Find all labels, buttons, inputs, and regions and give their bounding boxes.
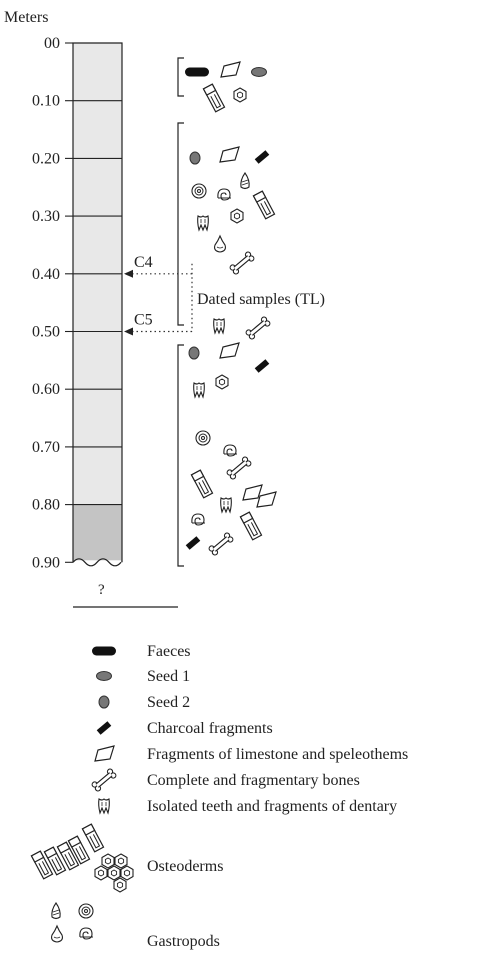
tooth-icon (98, 798, 110, 814)
osteoderm-icon (239, 511, 263, 541)
bone-icon (225, 455, 253, 481)
osteoderm-icon (252, 190, 276, 220)
charcoal-icon (254, 359, 270, 373)
gastropod-icon (191, 183, 207, 199)
gastropod-icon (240, 172, 250, 190)
gastropod-icon (217, 188, 232, 201)
samples-caption: Dated samples (TL) (197, 291, 325, 308)
limestone-icon (256, 491, 277, 508)
legend-label: Osteoderms (147, 858, 223, 875)
osteoderm-icon (233, 87, 247, 103)
tick-label: 00 (44, 35, 60, 52)
tick-label: 0.70 (32, 439, 60, 456)
unconformity-wave (72, 558, 122, 567)
faeces-icon (92, 646, 116, 656)
tooth-icon (193, 382, 205, 398)
tick-label: 0.40 (32, 266, 60, 283)
charcoal-icon (185, 536, 201, 550)
limestone-icon (220, 61, 241, 78)
bracket-top (177, 57, 184, 97)
legend-label: Complete and fragmentary bones (147, 772, 360, 789)
column-layer (73, 504, 122, 563)
sample-label: C5 (134, 312, 153, 329)
tick-label: 0.80 (32, 497, 60, 514)
osteoderm-icon (202, 83, 226, 113)
bone-icon (228, 250, 256, 276)
legend-label: Gastropods (147, 933, 220, 950)
limestone-icon (94, 745, 115, 762)
legend-label: Fragments of limestone and speleothems (147, 746, 408, 763)
gastropod-icon (223, 444, 238, 457)
bone-icon (207, 531, 235, 557)
seed2-icon (188, 346, 200, 360)
tick-label: 0.10 (32, 93, 60, 110)
faeces-icon (185, 67, 209, 77)
tick-label: 0.50 (32, 324, 60, 341)
bone-icon (244, 315, 272, 341)
limestone-icon (219, 342, 240, 359)
legend-label: Charcoal fragments (147, 720, 273, 737)
legend-label: Seed 1 (147, 668, 190, 685)
tooth-icon (213, 318, 225, 334)
legend-label: Isolated teeth and fragments of dentary (147, 798, 397, 815)
osteoderm-icon (215, 374, 229, 390)
tick-label: 0.30 (32, 208, 60, 225)
seed2-icon (189, 151, 201, 165)
column-layers (73, 43, 122, 563)
axis-title: Meters (4, 9, 48, 26)
arrow-head-icon (124, 327, 133, 336)
legend-label: Seed 2 (147, 694, 190, 711)
limestone-icon (219, 146, 240, 163)
tick-label: 0.60 (32, 381, 60, 398)
bone-icon (90, 767, 118, 793)
sample-label: C4 (134, 254, 153, 271)
gastropod-icon (51, 902, 94, 943)
arrow-head-icon (124, 269, 133, 278)
tooth-icon (197, 215, 209, 231)
seed1-icon (251, 67, 267, 77)
legend-label: Faeces (147, 643, 191, 660)
tooth-icon (220, 497, 232, 513)
column-symbols (185, 61, 277, 557)
gastropod-icon (214, 235, 226, 253)
gastropod-icon (195, 430, 211, 446)
column-outline (72, 42, 123, 569)
osteoderm-icon (230, 208, 244, 224)
depth-ticks: 00 0.10 0.20 0.30 0.40 0.50 0.60 0.70 0.80 0.90 (32, 35, 73, 571)
bracket-bottom (177, 344, 184, 567)
bracket-middle (177, 122, 184, 326)
unknown-base-mark: ? (98, 582, 105, 598)
seed2-icon (98, 695, 110, 709)
charcoal-icon (254, 150, 270, 164)
osteoderm-icon (30, 823, 134, 893)
seed1-icon (96, 671, 112, 681)
osteoderm-icon (190, 469, 214, 499)
gastropod-icon (191, 513, 206, 526)
tick-label: 0.90 (32, 554, 60, 571)
charcoal-icon (96, 721, 112, 735)
tick-label: 0.20 (32, 150, 60, 167)
